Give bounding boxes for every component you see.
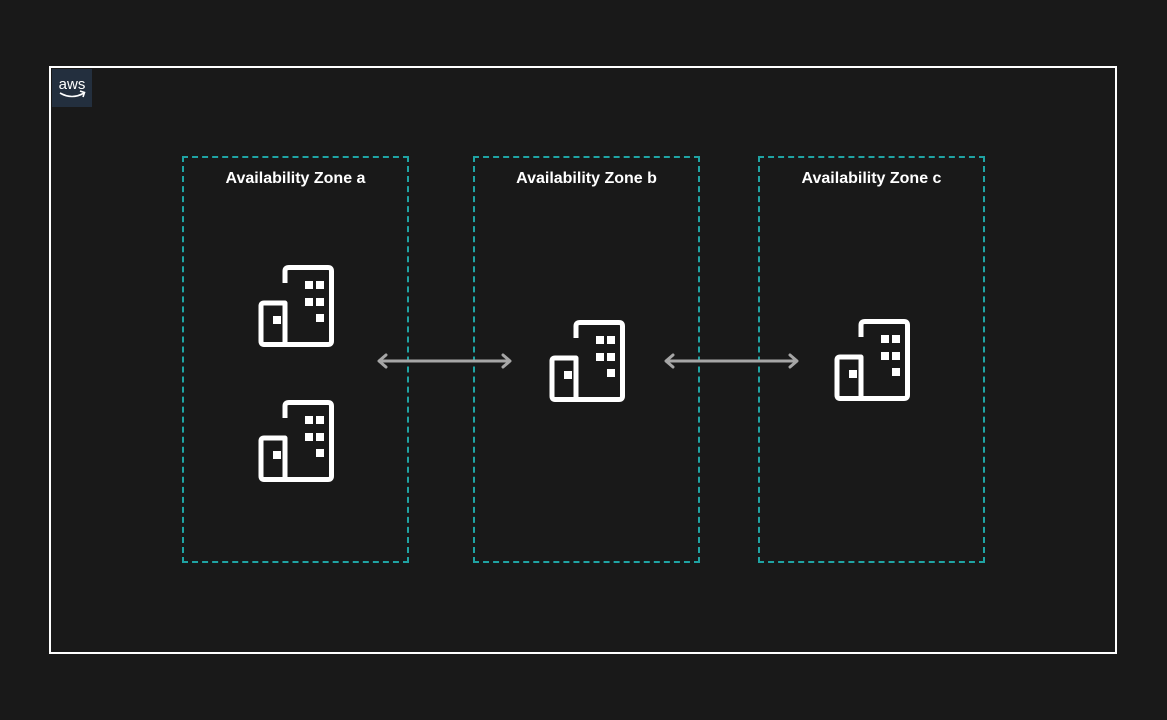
double-arrow-a-b (377, 353, 512, 369)
double-arrow-b-c (664, 353, 799, 369)
zone-label: Availability Zone b (516, 170, 657, 187)
building-icon (834, 319, 910, 401)
building-icon (549, 320, 625, 402)
building-icon (258, 265, 334, 347)
zone-label: Availability Zone a (225, 170, 366, 187)
aws-logo: aws (52, 69, 92, 107)
svg-text:aws: aws (59, 76, 86, 93)
building-icon (258, 400, 334, 482)
aws-cloud-frame (49, 66, 1117, 654)
zone-label: Availability Zone c (801, 170, 942, 187)
